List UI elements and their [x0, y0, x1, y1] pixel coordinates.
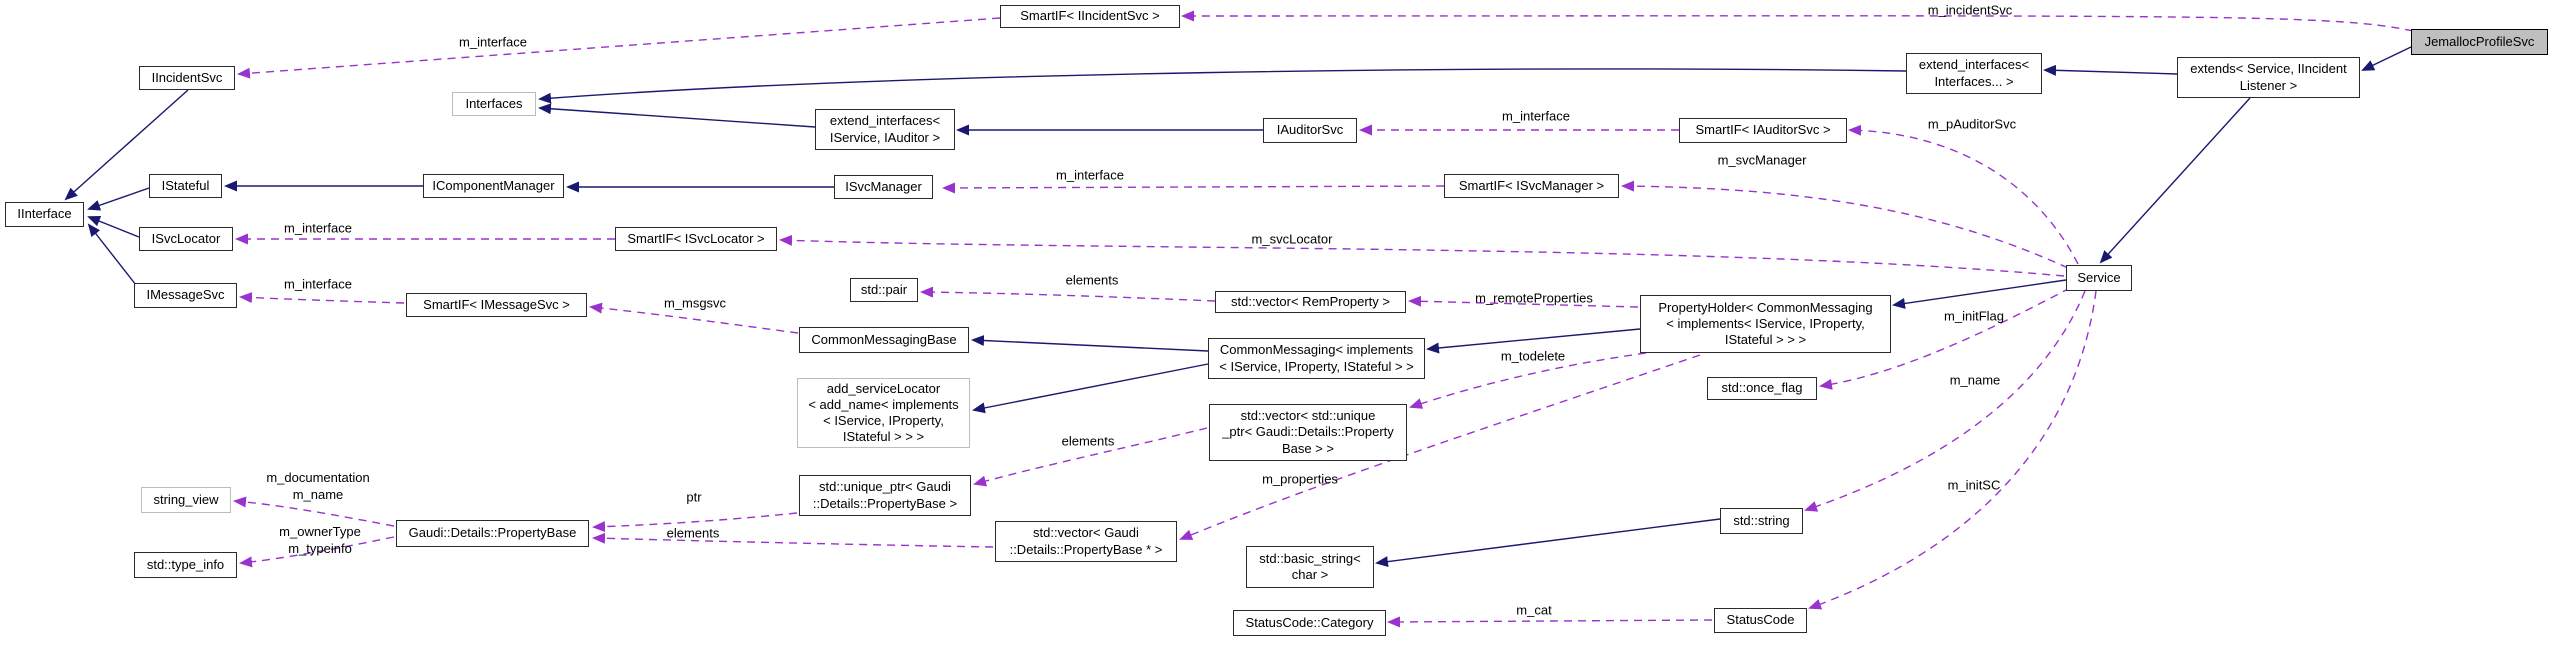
edge-label-m-interface-isvclocator: m_interface	[284, 220, 352, 236]
node-iauditorsvc[interactable]: IAuditorSvc	[1263, 118, 1357, 143]
node-extend-interfaces-iservice-iauditor[interactable]: extend_interfaces< IService, IAuditor >	[815, 109, 955, 150]
edge-label-m-svclocator: m_svcLocator	[1251, 231, 1333, 247]
node-service[interactable]: Service	[2066, 265, 2132, 291]
edge-label-m-incidentsvc: m_incidentSvc	[1927, 2, 2013, 18]
node-std-basic-string-char[interactable]: std::basic_string< char >	[1246, 546, 1374, 588]
node-std-type-info[interactable]: std::type_info	[134, 552, 237, 578]
node-add-servicelocator[interactable]: add_serviceLocator < add_name< implement…	[797, 378, 970, 448]
node-smartif-isvclocator[interactable]: SmartIF< ISvcLocator >	[615, 227, 777, 251]
edge-label-elements-pair: elements	[1065, 272, 1119, 288]
node-jemallocprofilesvc[interactable]: JemallocProfileSvc	[2411, 29, 2548, 55]
edge-label-m-pauditorsvc: m_pAuditorSvc	[1927, 116, 2017, 132]
edge-label-m-initflag: m_initFlag	[1944, 308, 2004, 324]
node-propertyholder[interactable]: PropertyHolder< CommonMessaging < implem…	[1640, 295, 1891, 353]
edge-label-m-interface-isvcmanager: m_interface	[1056, 167, 1124, 183]
node-isvclocator[interactable]: ISvcLocator	[139, 227, 233, 251]
node-std-pair[interactable]: std::pair	[850, 278, 918, 302]
node-statuscode[interactable]: StatusCode	[1714, 608, 1807, 633]
edge-label-m-properties: m_properties	[1262, 471, 1338, 487]
edge-label-m-msgsvc: m_msgsvc	[663, 295, 727, 311]
edge-label-m-svcmanager: m_svcManager	[1717, 152, 1807, 168]
node-extends-service-iincidentlistener[interactable]: extends< Service, IIncident Listener >	[2177, 57, 2360, 98]
edge-label-m-todelete: m_todelete	[1500, 348, 1566, 364]
node-extend-interfaces-interfaces[interactable]: extend_interfaces< Interfaces... >	[1906, 53, 2042, 94]
node-smartif-isvcmanager[interactable]: SmartIF< ISvcManager >	[1444, 174, 1619, 198]
node-std-string[interactable]: std::string	[1720, 508, 1803, 534]
usage-edges	[233, 10, 2414, 628]
edge-label-elements-unique-ptr: elements	[1061, 433, 1115, 449]
node-icomponentmanager[interactable]: IComponentManager	[423, 174, 564, 198]
node-iincidentsvc[interactable]: IIncidentSvc	[139, 66, 235, 90]
node-statuscode-category[interactable]: StatusCode::Category	[1233, 610, 1386, 636]
edge-label-m-interface-iincidentsvc: m_interface	[459, 34, 527, 50]
node-smartif-imessagesvc[interactable]: SmartIF< IMessageSvc >	[406, 293, 587, 317]
edge-label-m-documentation-m-name: m_documentation m_name	[266, 470, 370, 502]
edge-label-m-interface-iauditorsvc: m_interface	[1502, 108, 1570, 124]
edge-label-ptr: ptr	[686, 489, 702, 505]
node-smartif-iincidentsvc[interactable]: SmartIF< IIncidentSvc >	[1000, 5, 1180, 28]
node-std-vector-unique-ptr-propertybase[interactable]: std::vector< std::unique _ptr< Gaudi::De…	[1209, 404, 1407, 461]
node-iinterface[interactable]: IInterface	[5, 202, 84, 227]
node-string-view[interactable]: string_view	[141, 487, 231, 513]
node-istateful[interactable]: IStateful	[149, 174, 222, 198]
node-isvcmanager[interactable]: ISvcManager	[834, 175, 933, 199]
edge-label-m-ownertype-m-typeinfo: m_ownerType m_typeinfo	[279, 524, 361, 556]
node-commonmessagingbase[interactable]: CommonMessagingBase	[799, 327, 969, 353]
edge-label-m-remoteproperties: m_remoteProperties	[1475, 290, 1593, 306]
node-std-vector-remproperty[interactable]: std::vector< RemProperty >	[1215, 291, 1406, 313]
edge-label-m-cat: m_cat	[1516, 602, 1552, 618]
edge-label-elements-propertybase: elements	[666, 525, 720, 541]
edge-label-m-interface-imessagesvc: m_interface	[284, 276, 352, 292]
inheritance-edges	[64, 46, 2412, 568]
node-std-vector-propertybase-ptr[interactable]: std::vector< Gaudi ::Details::PropertyBa…	[995, 521, 1177, 562]
node-commonmessaging-implements[interactable]: CommonMessaging< implements < IService, …	[1208, 338, 1425, 379]
edge-label-m-name: m_name	[1949, 372, 2001, 388]
node-smartif-iauditorsvc[interactable]: SmartIF< IAuditorSvc >	[1679, 118, 1847, 143]
node-gaudi-details-propertybase[interactable]: Gaudi::Details::PropertyBase	[396, 520, 589, 547]
node-interfaces[interactable]: Interfaces	[452, 92, 536, 116]
node-std-once-flag[interactable]: std::once_flag	[1707, 377, 1817, 400]
node-std-unique-ptr-propertybase[interactable]: std::unique_ptr< Gaudi ::Details::Proper…	[799, 475, 971, 516]
edge-label-m-initsc: m_initSC	[1947, 477, 2001, 493]
node-imessagesvc[interactable]: IMessageSvc	[134, 283, 237, 308]
